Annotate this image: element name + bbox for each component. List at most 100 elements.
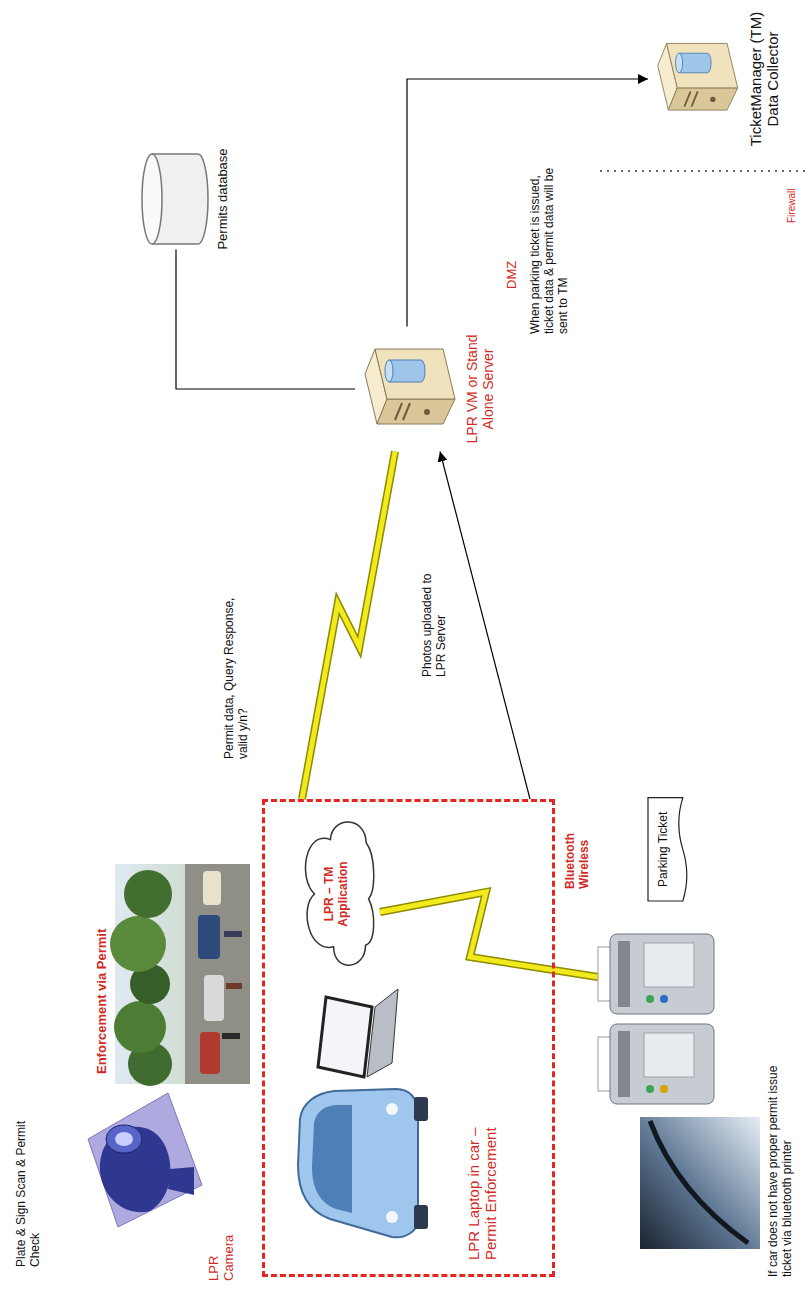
enforcement-photo-part xyxy=(224,931,242,937)
server-symbol-part xyxy=(667,43,738,87)
note-label: Plate & Sign Scan & Permit Check xyxy=(14,1107,42,1267)
connector-line xyxy=(407,79,648,327)
bluetooth-bolt-part xyxy=(380,892,598,977)
laptop-icon-part xyxy=(367,989,398,1077)
edge-label: Permit data, Query Response, valid y/n? xyxy=(222,584,250,759)
enforcement-photo xyxy=(110,864,250,1086)
server-symbol xyxy=(355,344,460,434)
camera-icon-part xyxy=(106,1125,142,1153)
printer-icon-part xyxy=(618,1031,630,1097)
server-symbol-part xyxy=(385,360,393,382)
laptop-icon-part xyxy=(318,997,372,1077)
connector-line xyxy=(176,250,355,389)
note-label: Enforcement via Permit xyxy=(94,844,109,1074)
server-symbol-part xyxy=(668,88,737,110)
enforcement-photo-part xyxy=(115,864,250,1084)
car-icon xyxy=(298,1089,428,1237)
printer-icon-part xyxy=(660,1085,668,1093)
camera-icon-part xyxy=(88,1093,202,1227)
laptop-icon xyxy=(318,989,398,1077)
zone-label: Firewall xyxy=(786,189,798,223)
printer-icon-part xyxy=(618,941,630,1007)
server-symbol-part xyxy=(684,91,690,106)
server-symbol-part xyxy=(389,360,425,382)
database-cylinder: Permits database xyxy=(140,148,231,249)
zone-label: DMZ xyxy=(504,261,519,289)
printer-icon-part xyxy=(610,934,714,1014)
server-icon: TicketManager (TM) Data Collector xyxy=(648,4,782,154)
server-symbol-part xyxy=(679,53,711,73)
application-cloud: LPR – TM Application xyxy=(297,814,377,974)
connectors-part xyxy=(176,79,648,799)
connector-line xyxy=(440,452,530,800)
server-symbol-part xyxy=(377,399,455,424)
note-label: LPR Camera xyxy=(206,1225,237,1281)
note-label: Bluetooth Wireless xyxy=(563,799,591,889)
windshield-photo-part xyxy=(650,1121,748,1243)
paper-outline xyxy=(648,798,687,901)
enforcement-photo-part xyxy=(203,871,221,905)
printer-icon-part xyxy=(646,1085,654,1093)
system-group: LPR – TM ApplicationLPR Laptop in car – … xyxy=(262,799,555,1277)
enforcement-photo-part xyxy=(204,975,224,1021)
enforcement-photo-part xyxy=(124,870,172,918)
enforcement-photo-part xyxy=(200,1032,220,1074)
printer-icon-part xyxy=(644,943,694,987)
note-label: If car does not have proper permit issue… xyxy=(766,1062,794,1277)
lightning-outline xyxy=(302,452,395,800)
enforcement-photo-part xyxy=(114,1001,166,1053)
ticket-paper: Parking Ticket xyxy=(648,798,691,901)
printer-icon xyxy=(598,934,714,1104)
server-symbol-part xyxy=(375,349,455,399)
printer-icon-part xyxy=(644,1033,694,1077)
car-icon-part xyxy=(312,1105,352,1213)
enforcement-photo-part xyxy=(222,1033,240,1039)
server-symbol-part xyxy=(710,97,715,102)
car-icon-part xyxy=(298,1089,418,1237)
server-symbol xyxy=(648,39,743,119)
enforcement-photo-part xyxy=(226,983,242,989)
node-label: TicketManager (TM) Data Collector xyxy=(747,4,782,154)
server-icon: LPR VM or Stand Alone Server xyxy=(355,327,496,452)
bluetooth-bolt-part xyxy=(380,892,598,977)
car-icon-part xyxy=(386,1103,398,1115)
connectors-part xyxy=(302,452,395,800)
windshield-photo xyxy=(640,1117,760,1249)
printer-icon-part xyxy=(660,995,668,1003)
car-icon-part xyxy=(414,1097,428,1121)
server-symbol-part xyxy=(395,403,402,420)
lightning-link xyxy=(302,452,395,800)
camera-icon xyxy=(88,1093,202,1227)
car-icon-part xyxy=(386,1211,398,1223)
printer-icon-part xyxy=(610,1024,714,1104)
cylinder-symbol xyxy=(140,149,212,249)
server-symbol-part xyxy=(403,403,410,420)
edge-label: Photos uploaded to LPR Server xyxy=(420,565,448,677)
server-symbol-part xyxy=(424,409,430,415)
windshield-photo-part xyxy=(640,1117,760,1249)
server-symbol-part xyxy=(676,53,683,73)
printer-icon-part xyxy=(646,995,654,1003)
bluetooth-bolt xyxy=(380,892,598,977)
cylinder-symbol-part xyxy=(142,154,162,244)
firewall-line xyxy=(600,170,805,172)
enforcement-photo-part xyxy=(110,916,166,972)
node-label: Parking Ticket xyxy=(657,812,671,887)
edge-label: When parking ticket is issued, ticket da… xyxy=(528,149,570,334)
enforcement-photo-part xyxy=(198,915,220,959)
camera-icon-part xyxy=(168,1167,194,1195)
node-label: LPR VM or Stand Alone Server xyxy=(464,327,496,452)
cloud-outline xyxy=(305,822,373,965)
node-label: LPR Laptop in car – Permit Enforcement xyxy=(465,1100,500,1260)
car-icon-part xyxy=(414,1205,428,1229)
camera-icon-part xyxy=(115,1132,133,1146)
node-label: Permits database xyxy=(216,148,231,249)
enforcement-photo-part xyxy=(185,864,250,1084)
server-symbol-part xyxy=(692,91,698,106)
node-label: LPR – TM Application xyxy=(323,848,351,940)
